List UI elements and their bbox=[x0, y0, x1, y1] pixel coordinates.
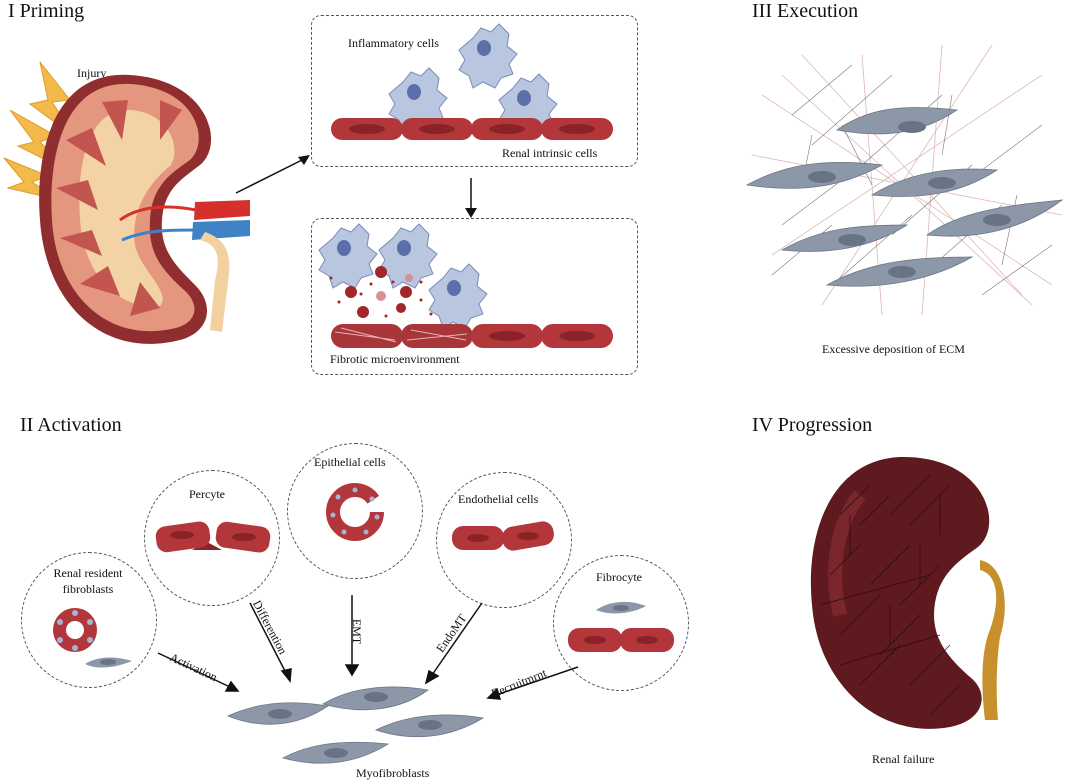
endothelial-cells bbox=[452, 521, 554, 551]
section-title-execution: III Execution bbox=[752, 0, 859, 22]
resident-label-line1: Renal resident bbox=[53, 566, 123, 580]
endothelial-circle bbox=[436, 472, 572, 608]
arrow-box-down bbox=[465, 178, 477, 218]
inflammatory-cells-label: Inflammatory cells bbox=[348, 36, 439, 50]
section-title-priming: I Priming bbox=[8, 0, 85, 22]
ecm-caption: Excessive deposition of ECM bbox=[822, 342, 965, 356]
ecm-deposition-illustration bbox=[745, 44, 1064, 316]
arrow-label-emt: EMT bbox=[350, 618, 365, 645]
inflammation-box bbox=[311, 15, 638, 167]
inflammatory-cells-group bbox=[331, 23, 613, 140]
section-title-progression: IV Progression bbox=[752, 414, 873, 436]
kidney-cross-section bbox=[39, 74, 250, 344]
fibrocyte-cells bbox=[568, 601, 674, 652]
activation-arrows bbox=[157, 595, 579, 700]
fibrocyte-circle bbox=[553, 555, 689, 691]
failed-kidney-illustration bbox=[810, 456, 1005, 729]
arrow-kidney-to-box bbox=[235, 155, 310, 194]
percyte-label: Percyte bbox=[189, 487, 225, 501]
resident-fibroblast-cells bbox=[53, 608, 132, 668]
epithelial-ring bbox=[326, 483, 384, 541]
myofibroblast-cells bbox=[226, 686, 485, 764]
endothelial-label: Endothelial cells bbox=[458, 492, 539, 506]
percyte-cells bbox=[155, 521, 271, 553]
section-title-activation: II Activation bbox=[20, 414, 122, 436]
fibrocyte-label: Fibrocyte bbox=[596, 570, 642, 584]
injury-label: Injury bbox=[77, 66, 107, 80]
fibrotic-microenvironment-label: Fibrotic microenvironment bbox=[330, 352, 460, 366]
epithelial-label: Epithelial cells bbox=[314, 455, 386, 469]
renal-failure-caption: Renal failure bbox=[872, 752, 935, 766]
epithelial-circle bbox=[287, 443, 423, 579]
fibrotic-box bbox=[311, 218, 638, 375]
resident-fibroblasts-circle bbox=[21, 552, 157, 688]
myofibroblasts-label: Myofibroblasts bbox=[356, 766, 430, 780]
percyte-circle bbox=[144, 470, 280, 606]
resident-label-line2: fibroblasts bbox=[62, 582, 114, 596]
fibrotic-cells-group bbox=[318, 223, 613, 348]
renal-intrinsic-cells-label: Renal intrinsic cells bbox=[502, 146, 598, 160]
